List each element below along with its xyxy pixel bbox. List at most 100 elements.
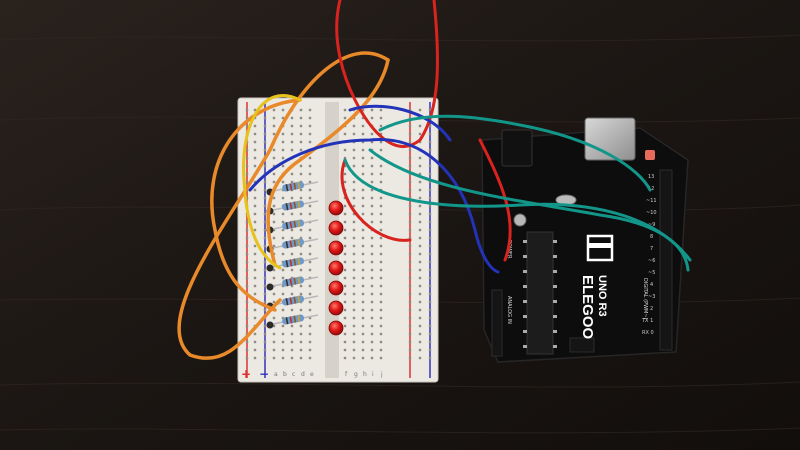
breadboard-hole xyxy=(352,340,356,344)
breadboard-hole xyxy=(408,116,412,120)
breadboard-hole xyxy=(263,340,267,344)
breadboard-hole xyxy=(418,212,422,216)
breadboard-hole xyxy=(245,260,249,264)
breadboard-hole xyxy=(379,116,383,120)
breadboard-hole xyxy=(308,316,312,320)
breadboard-hole xyxy=(428,124,432,128)
breadboard-hole xyxy=(352,348,356,352)
breadboard-hole xyxy=(263,124,267,128)
breadboard-hole xyxy=(272,172,276,176)
breadboard-hole xyxy=(418,308,422,312)
analog-header xyxy=(491,289,503,357)
breadboard-hole xyxy=(263,180,267,184)
red-led xyxy=(328,220,344,236)
column-letter-i: i xyxy=(372,371,374,378)
breadboard-hole xyxy=(428,348,432,352)
breadboard-hole xyxy=(290,236,294,240)
breadboard-hole xyxy=(418,188,422,192)
breadboard-hole xyxy=(272,180,276,184)
breadboard-hole xyxy=(408,340,412,344)
breadboard-hole xyxy=(281,116,285,120)
breadboard-hole xyxy=(272,340,276,344)
breadboard-hole xyxy=(263,204,267,208)
breadboard-hole xyxy=(343,308,347,312)
column-letter-b: b xyxy=(283,371,287,378)
breadboard-hole xyxy=(299,244,303,248)
breadboard-hole xyxy=(408,332,412,336)
breadboard-hole xyxy=(352,236,356,240)
breadboard-hole xyxy=(290,140,294,144)
breadboard-hole xyxy=(370,300,374,304)
breadboard-hole xyxy=(290,228,294,232)
breadboard-hole xyxy=(308,212,312,216)
breadboard-hole xyxy=(308,188,312,192)
microcontroller-chip xyxy=(526,231,554,355)
breadboard-hole xyxy=(418,108,422,112)
breadboard-hole xyxy=(428,284,432,288)
breadboard-hole xyxy=(370,324,374,328)
breadboard-hole xyxy=(308,300,312,304)
column-letter-a: a xyxy=(274,371,278,378)
pin-label-0: RX 0 xyxy=(642,330,654,336)
breadboard-hole xyxy=(290,324,294,328)
breadboard-hole xyxy=(379,332,383,336)
breadboard-hole xyxy=(281,308,285,312)
breadboard-hole xyxy=(290,292,294,296)
breadboard-hole xyxy=(253,132,257,136)
breadboard-hole xyxy=(299,340,303,344)
breadboard-hole xyxy=(343,268,347,272)
breadboard-hole xyxy=(290,172,294,176)
breadboard-hole xyxy=(352,220,356,224)
breadboard-hole xyxy=(299,252,303,256)
breadboard-hole xyxy=(428,164,432,168)
breadboard-hole xyxy=(263,140,267,144)
breadboard-hole xyxy=(263,244,267,248)
red-led xyxy=(328,260,344,276)
breadboard-hole xyxy=(379,172,383,176)
breadboard-hole xyxy=(272,356,276,360)
breadboard-hole xyxy=(290,252,294,256)
breadboard-hole xyxy=(352,276,356,280)
breadboard-hole xyxy=(408,324,412,328)
pin-label-6: ~6 xyxy=(648,258,655,264)
breadboard-hole xyxy=(245,356,249,360)
breadboard-hole xyxy=(245,340,249,344)
column-letter-j: j xyxy=(380,371,383,378)
breadboard-hole xyxy=(408,108,412,112)
breadboard-hole xyxy=(428,308,432,312)
breadboard-hole xyxy=(370,108,374,112)
breadboard-hole xyxy=(418,204,422,208)
breadboard-hole xyxy=(408,124,412,128)
breadboard-hole xyxy=(370,220,374,224)
red-led xyxy=(328,240,344,256)
breadboard-hole xyxy=(290,348,294,352)
wire-red-1 xyxy=(335,0,439,148)
breadboard-hole xyxy=(361,260,365,264)
breadboard-hole xyxy=(428,276,432,280)
breadboard-hole xyxy=(361,348,365,352)
breadboard-hole xyxy=(379,228,383,232)
breadboard-hole xyxy=(245,284,249,288)
breadboard-hole xyxy=(290,116,294,120)
breadboard-hole xyxy=(308,324,312,328)
breadboard-hole xyxy=(253,268,257,272)
breadboard-hole xyxy=(418,180,422,184)
breadboard-hole xyxy=(408,308,412,312)
breadboard-hole xyxy=(253,244,257,248)
breadboard-hole xyxy=(281,268,285,272)
board-model: UNO R3 xyxy=(596,275,608,317)
breadboard-hole xyxy=(272,300,276,304)
breadboard-hole xyxy=(352,156,356,160)
breadboard-hole xyxy=(299,308,303,312)
breadboard-hole xyxy=(253,300,257,304)
breadboard-hole xyxy=(281,292,285,296)
breadboard-hole xyxy=(343,164,347,168)
breadboard-hole xyxy=(370,356,374,360)
capacitor xyxy=(513,213,527,227)
breadboard-hole xyxy=(361,268,365,272)
breadboard-hole xyxy=(352,324,356,328)
breadboard-hole xyxy=(281,228,285,232)
breadboard-hole xyxy=(361,116,365,120)
breadboard-hole xyxy=(370,348,374,352)
